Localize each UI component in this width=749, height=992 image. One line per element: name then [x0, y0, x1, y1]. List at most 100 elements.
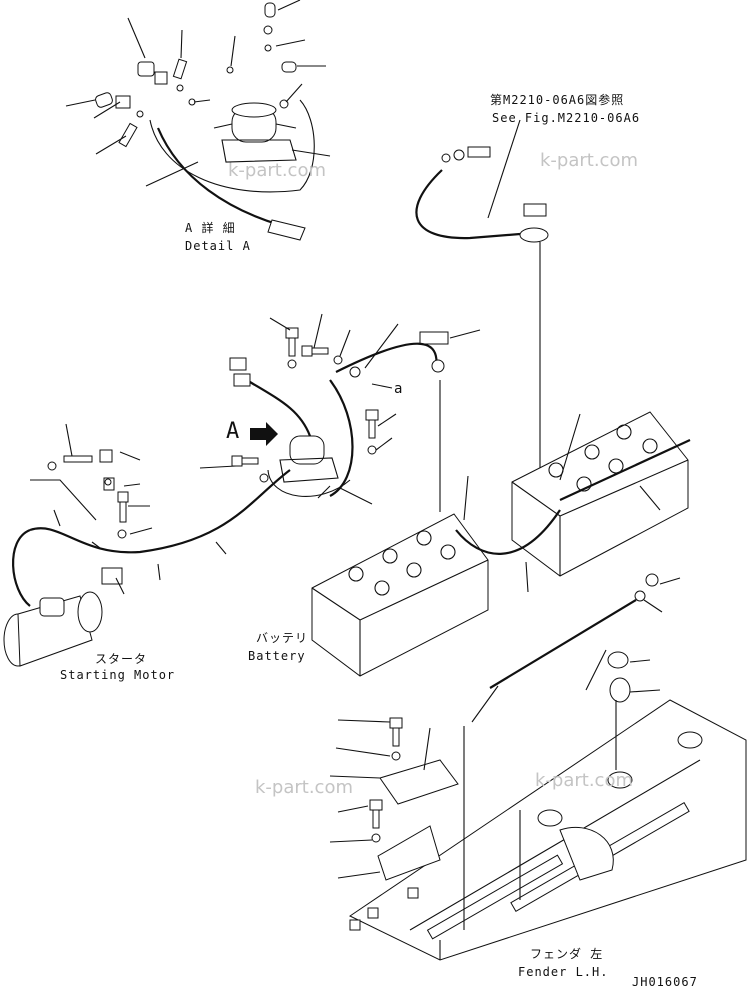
- battery-right-body: [511, 411, 689, 577]
- battery-left-body: [311, 513, 489, 677]
- harness-end: [267, 219, 306, 241]
- bolt-head-1: [285, 327, 299, 339]
- detail-harness: [156, 127, 281, 227]
- ref-clip: [523, 203, 547, 217]
- starter-motor: [3, 591, 103, 667]
- bolt-head-s3: [117, 491, 129, 503]
- starter-en-label: Starting Motor: [60, 668, 176, 682]
- bolt-f2-shank: [372, 809, 380, 829]
- ref-jp-label: 第M2210-06A6図参照: [490, 93, 625, 107]
- spacer-1: [607, 651, 629, 669]
- cell-r3: [584, 444, 600, 460]
- washer-2: [264, 44, 272, 52]
- washer-m2: [333, 355, 343, 365]
- ref-washer: [453, 149, 465, 161]
- ref-mark-label: a: [394, 381, 404, 397]
- grommet-2: [677, 731, 703, 749]
- hold-down-washer: [645, 573, 659, 587]
- bolt-head-3: [365, 409, 379, 421]
- cover-plate: [379, 759, 459, 805]
- ref-a-arrow: [371, 383, 393, 389]
- watermark-bottom-right: k-part.com: [535, 770, 633, 791]
- arrow-a-label: A: [226, 419, 241, 444]
- fender-rail-2: [426, 854, 564, 940]
- washer-4: [136, 110, 144, 118]
- battery-right-edges: [511, 459, 689, 576]
- bolt-f1-shank: [392, 727, 400, 747]
- starter-solenoid: [39, 597, 65, 617]
- nut-1: [226, 66, 234, 74]
- hold-down-rods: [471, 649, 607, 723]
- detail-a-jp-label: A 詳 細: [185, 221, 236, 235]
- battery-right-strap: [559, 439, 691, 501]
- relay-plate: [377, 825, 441, 881]
- bolt-shank-1: [288, 337, 296, 357]
- bolt-head-2: [301, 345, 313, 357]
- relay-terminals: [213, 123, 297, 129]
- harness-wire-4: [29, 469, 291, 554]
- clip-2: [367, 907, 379, 919]
- bolt-f2: [369, 799, 383, 811]
- harness-wire-5: [11, 528, 31, 607]
- starter-leaders: [30, 423, 227, 595]
- washer-f1: [391, 751, 401, 761]
- cell-3: [382, 548, 398, 564]
- relay-bracket: [221, 139, 297, 163]
- ref-en-label: See Fig.M2210-06A6: [492, 111, 641, 125]
- washer-s1: [47, 461, 57, 471]
- washer-m3: [367, 445, 377, 455]
- battery-right: [511, 411, 691, 577]
- washer-f2: [371, 833, 381, 843]
- detail-a-view: [65, 0, 331, 241]
- clamp-bracket: [101, 567, 123, 585]
- fender-en-label: Fender L.H.: [518, 965, 609, 979]
- nut-hex-2: [115, 95, 131, 109]
- relay-cap: [231, 102, 277, 118]
- fender-leaders: [329, 577, 681, 879]
- ref-terminal: [519, 227, 549, 243]
- fender-panel: [349, 699, 747, 961]
- harness-wire-1: [249, 381, 312, 437]
- starter-jp-label: スタータ: [95, 652, 148, 666]
- washer-m1: [287, 359, 297, 369]
- cell-4: [406, 562, 422, 578]
- clip-3: [407, 887, 419, 899]
- watermark-top-left: k-part.com: [228, 160, 326, 181]
- connector-2: [233, 373, 251, 387]
- main-relay: [289, 435, 325, 465]
- cell-r2: [576, 476, 592, 492]
- battery-link-cable: [455, 509, 561, 555]
- ref-leader: [487, 119, 521, 219]
- hold-down-bar: [489, 599, 637, 689]
- detail-leaders: [65, 0, 331, 187]
- ref-cable: [415, 119, 549, 478]
- bolt-shank-s3: [119, 501, 127, 523]
- hold-down-nut: [634, 590, 646, 602]
- terminal-left: [137, 61, 155, 77]
- clip-1: [349, 919, 361, 931]
- fender-edges: [409, 759, 701, 960]
- grommet-3: [537, 809, 563, 827]
- cell-2: [374, 580, 390, 596]
- fender-jp-label: フェンダ 左: [530, 947, 604, 961]
- bolt-f1: [389, 717, 403, 729]
- drawing-code: JH016067: [632, 975, 698, 989]
- boot-right: [281, 61, 297, 73]
- cell-6: [440, 544, 456, 560]
- boot-left: [95, 92, 113, 108]
- connector-1: [229, 357, 247, 371]
- washer-m4: [259, 473, 269, 483]
- sleeve-2: [118, 122, 138, 148]
- battery-leaders: [463, 413, 661, 593]
- main-leaders: [199, 313, 481, 505]
- battery-left: [311, 380, 489, 677]
- ref-bolt: [467, 146, 491, 158]
- fender-assembly: [329, 573, 747, 961]
- bolt-shank-3: [368, 419, 376, 439]
- washer-s2: [104, 478, 112, 486]
- washer-s3: [117, 529, 127, 539]
- ref-nut: [441, 153, 451, 163]
- bolt-shank-4: [241, 457, 259, 465]
